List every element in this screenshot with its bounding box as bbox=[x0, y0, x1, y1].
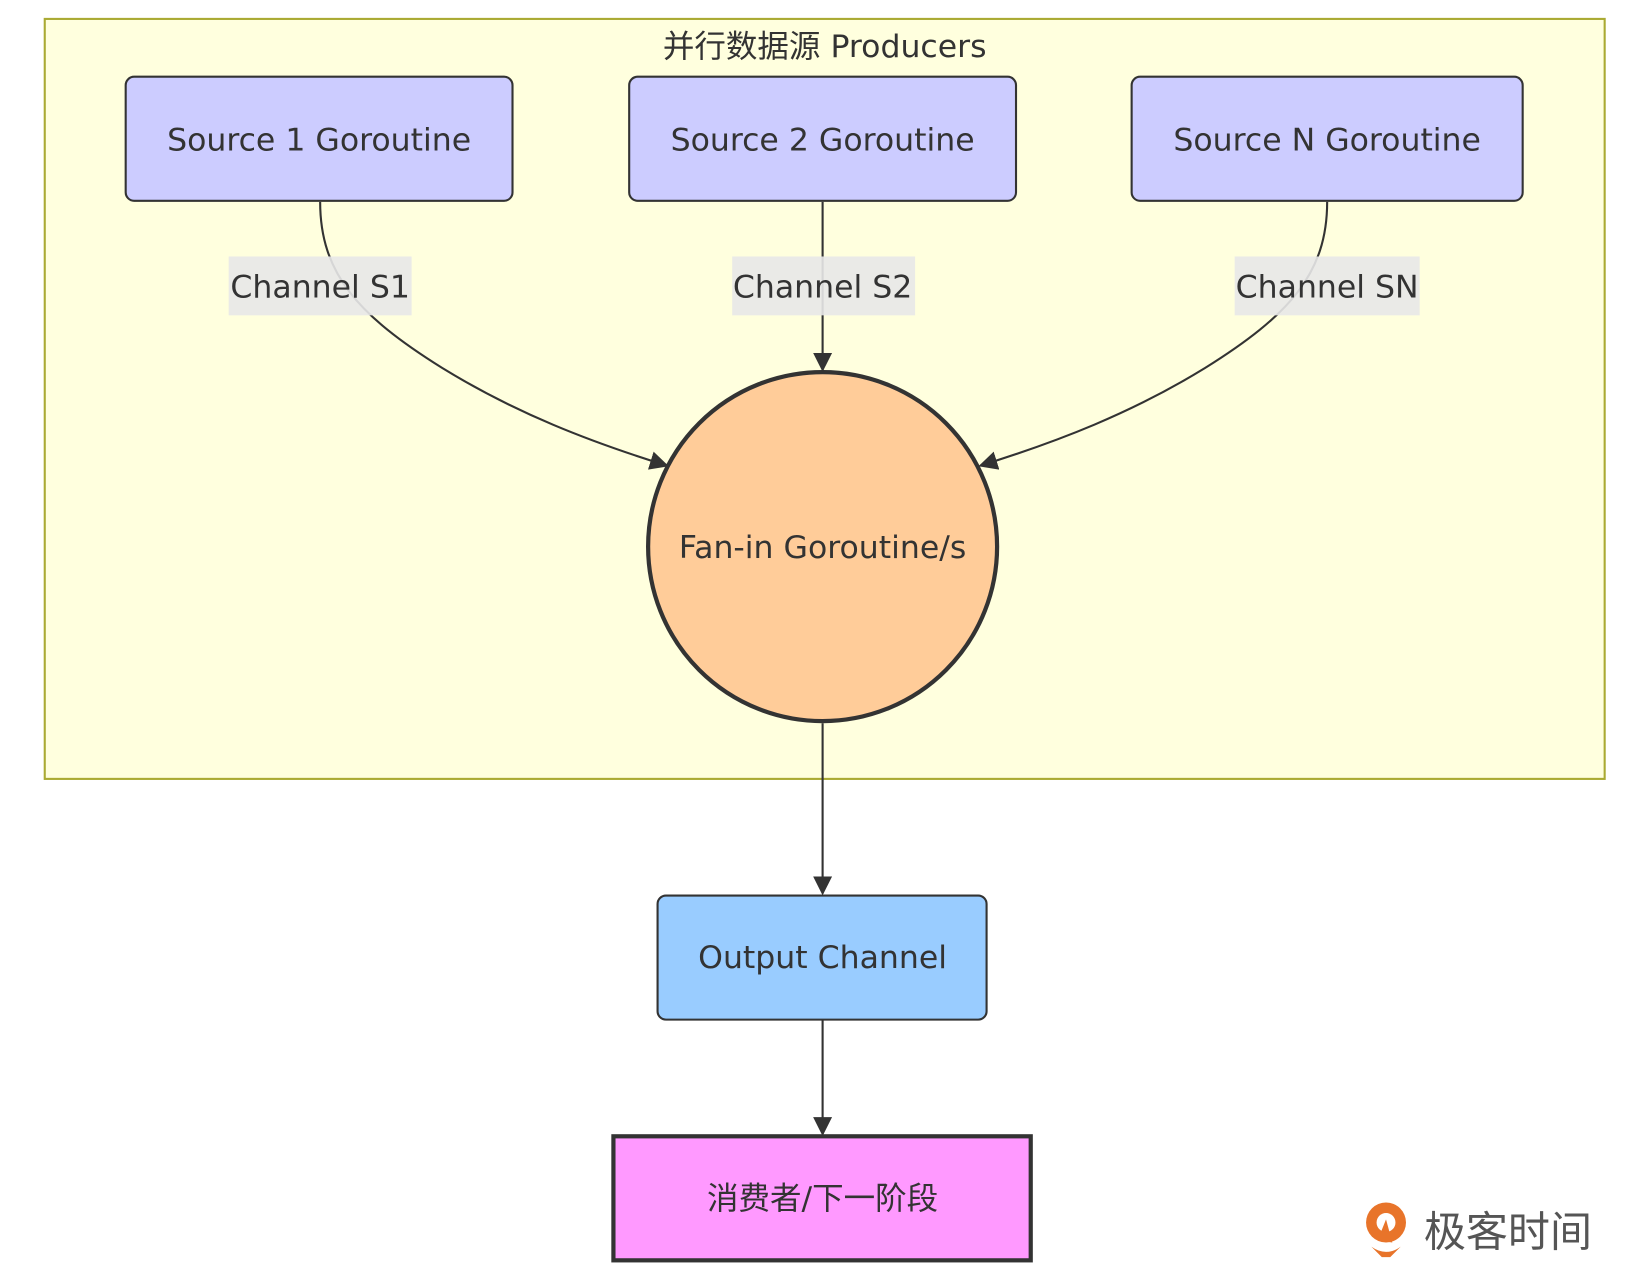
edge-label-s1: Channel S1 bbox=[228, 256, 412, 316]
svg-text:Channel S2: Channel S2 bbox=[733, 269, 912, 305]
geektime-logo-icon bbox=[1366, 1202, 1406, 1258]
watermark: 极客时间 bbox=[1366, 1202, 1592, 1258]
node-source-1[interactable]: Source 1 Goroutine bbox=[124, 75, 514, 202]
subgraph-title: 并行数据源 Producers bbox=[663, 29, 987, 65]
svg-text:消费者/下一阶段: 消费者/下一阶段 bbox=[707, 1181, 938, 1217]
edge-label-sn: Channel SN bbox=[1234, 256, 1420, 316]
node-source-n[interactable]: Source N Goroutine bbox=[1130, 75, 1524, 202]
svg-text:Channel S1: Channel S1 bbox=[230, 269, 409, 305]
node-source-2[interactable]: Source 2 Goroutine bbox=[628, 75, 1018, 202]
node-consumer[interactable]: 消费者/下一阶段 bbox=[611, 1134, 1033, 1263]
edge-label-s2: Channel S2 bbox=[732, 256, 916, 316]
svg-text:Source N Goroutine: Source N Goroutine bbox=[1173, 122, 1481, 158]
node-output-channel[interactable]: Output Channel bbox=[656, 894, 988, 1021]
svg-text:Channel SN: Channel SN bbox=[1236, 269, 1419, 305]
node-fan-in[interactable]: Fan-in Goroutine/s bbox=[646, 370, 1000, 724]
svg-text:Source 2 Goroutine: Source 2 Goroutine bbox=[671, 122, 975, 158]
svg-text:Output Channel: Output Channel bbox=[698, 940, 947, 976]
svg-text:Source 1 Goroutine: Source 1 Goroutine bbox=[167, 122, 471, 158]
watermark-text: 极客时间 bbox=[1424, 1208, 1592, 1257]
svg-text:Fan-in Goroutine/s: Fan-in Goroutine/s bbox=[679, 530, 966, 566]
